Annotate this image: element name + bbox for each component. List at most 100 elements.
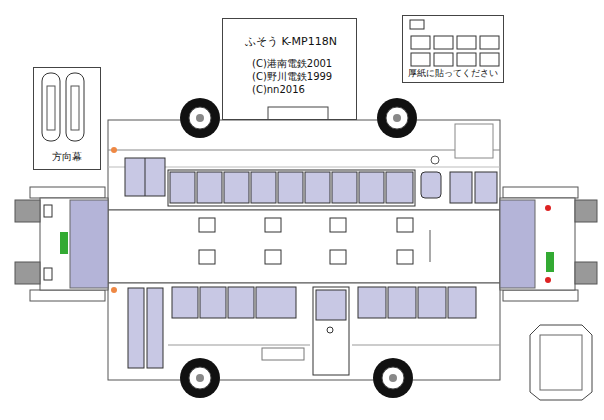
glue-squares-part (434, 36, 453, 49)
upper-side-panel-part (332, 172, 357, 203)
upper-side-panel-part (386, 172, 413, 203)
front-face-part (15, 200, 40, 222)
front-face-part (40, 198, 108, 290)
rear-face-part (546, 252, 554, 272)
sign-pieces-part (71, 86, 79, 130)
upper-side-panel-part (450, 172, 472, 203)
glue-squares-part (411, 36, 430, 49)
roof-band (108, 210, 500, 283)
wheels-part (196, 114, 204, 122)
wheels-part (393, 114, 401, 122)
lower-side-panel-part (262, 348, 304, 360)
upper-side-panel-part (305, 172, 330, 203)
lower-side-panel-part (418, 287, 446, 318)
lower-side-panel-part (256, 287, 296, 318)
label-text: (C)港南電鉄2001 (252, 58, 332, 70)
upper-side-panel-part (111, 147, 117, 153)
sign-pieces (42, 73, 84, 141)
glue-squares (410, 20, 499, 66)
front-face-part (60, 232, 68, 254)
glue-squares-part (480, 53, 499, 66)
upper-side-panel-part (431, 156, 439, 164)
wheels (180, 98, 417, 398)
wheels-part (196, 374, 204, 382)
rear-face-part (503, 290, 578, 301)
rear-face-part (575, 262, 597, 284)
upper-side-panel-part (475, 172, 497, 203)
lower-side-panel-part (448, 287, 476, 318)
wheels-part (382, 367, 404, 389)
upper-side-panel-part (168, 170, 415, 206)
upper-side-panel-part (108, 120, 500, 210)
glue-squares-part (434, 53, 453, 66)
lower-side-panel-part (352, 345, 500, 346)
roof-flap: ふそう K-MP118N (C)港南電鉄2001(C)野川電鉄1999(C)nn2… (222, 18, 357, 120)
lower-side-panel-part (168, 345, 310, 346)
lower-side-panel-part (316, 290, 346, 320)
glue-squares-part (480, 36, 499, 49)
roof-band-part (430, 230, 431, 262)
upper-side-panel (108, 120, 500, 210)
rear-face (500, 187, 597, 301)
roof-band-part (199, 250, 215, 264)
upper-side-panel-part (197, 172, 222, 203)
label-text: (C)nn2016 (252, 84, 305, 96)
lower-side-panel-part (172, 287, 198, 318)
wheels-part (180, 98, 220, 138)
label-text: ふそう K-MP118N (245, 35, 337, 48)
lower-side-panel-part (108, 283, 500, 380)
lower-side-panel-part (128, 288, 144, 368)
lower-side-panel-part (111, 287, 117, 293)
lower-side-panel-part (358, 287, 386, 318)
upper-side-panel-part (108, 150, 500, 151)
upper-side-panel-part (359, 172, 384, 203)
base-piece-part (530, 325, 592, 400)
rear-face-part (545, 277, 551, 283)
upper-side-panel-part (278, 172, 303, 203)
roof-band-part (265, 218, 281, 232)
lower-side-panel-part (228, 287, 254, 318)
roof-vent-part (268, 107, 328, 120)
label-text: 方向幕 (52, 151, 82, 163)
front-face-part (30, 187, 105, 198)
wheels-part (373, 358, 413, 398)
wheels-part (189, 107, 211, 129)
lower-side-panel-part (147, 288, 163, 368)
label-text: (C)野川電鉄1999 (252, 71, 332, 83)
rear-face-part (545, 205, 551, 211)
lower-side-panel-part (313, 287, 349, 375)
lower-side-panel-part (388, 287, 416, 318)
upper-side-panel-part (455, 124, 493, 158)
base-piece (530, 325, 592, 400)
front-face-part (70, 200, 108, 288)
sign-pieces-part (66, 73, 84, 141)
rear-face-part (500, 198, 575, 290)
roof-band-part (108, 210, 500, 283)
wheels-part (389, 374, 397, 382)
glue-squares-part (411, 53, 430, 66)
lower-side-panel (108, 283, 500, 380)
rear-face-part (575, 200, 597, 222)
roof-vent (268, 107, 328, 120)
rear-face-part (500, 200, 535, 288)
base-piece-part (540, 335, 582, 390)
upper-side-panel-part (224, 172, 249, 203)
roof-band-part (330, 250, 346, 264)
wheels-part (180, 358, 220, 398)
wheels-part (189, 367, 211, 389)
roof-band-part (265, 250, 281, 264)
lower-side-panel-part (200, 287, 226, 318)
wheels-part (386, 107, 408, 129)
front-face-part (15, 262, 40, 284)
roof-band-part (330, 218, 346, 232)
label-text: 厚紙に貼ってください (408, 68, 498, 79)
upper-side-panel-part (170, 172, 195, 203)
front-face-part (44, 205, 52, 217)
front-face (15, 187, 108, 301)
note-box: 厚紙に貼ってください (402, 15, 504, 83)
front-face-part (30, 290, 105, 301)
sign-box: 方向幕 (33, 67, 101, 170)
lower-side-panel-part (327, 327, 333, 333)
sign-pieces-part (42, 73, 60, 141)
